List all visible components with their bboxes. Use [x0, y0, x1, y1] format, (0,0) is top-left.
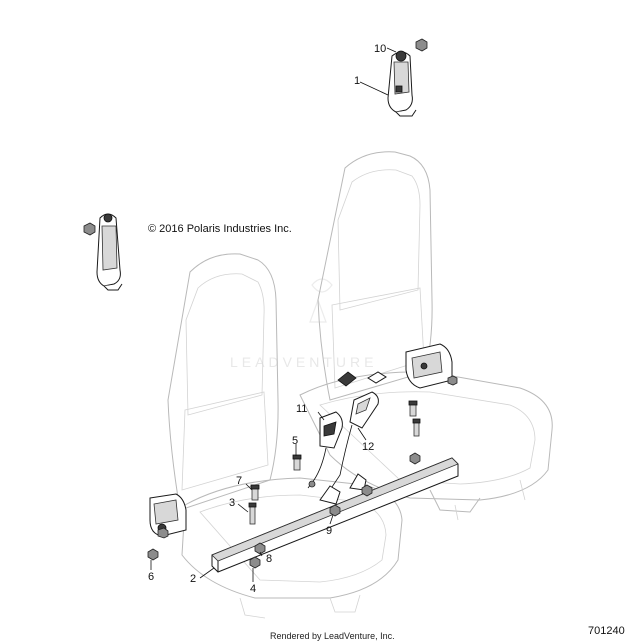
retractor-box-left — [149, 493, 187, 539]
copyright-text: © 2016 Polaris Industries Inc. — [148, 223, 292, 235]
callout-10: 10 — [374, 43, 386, 55]
left-seat — [167, 253, 403, 619]
callout-11: 11 — [296, 403, 307, 415]
callout-5: 5 — [292, 435, 298, 447]
callout-9: 9 — [326, 525, 332, 537]
footer-credit: Rendered by LeadVenture, Inc. — [270, 631, 395, 641]
bolt-right-1 — [409, 403, 417, 417]
watermark: LEADVENTURE — [230, 278, 377, 370]
callout-2: 2 — [190, 573, 196, 585]
callout-8: 8 — [266, 553, 272, 565]
right-seat — [299, 151, 553, 521]
callout-6: 6 — [148, 571, 154, 583]
callout-12: 12 — [362, 441, 374, 453]
buckle-assembly — [329, 371, 387, 491]
nut-9b — [361, 484, 373, 497]
callout-4: 4 — [250, 583, 256, 595]
nut-right — [409, 452, 421, 465]
callout-7: 7 — [236, 475, 242, 487]
retractor-upper — [387, 38, 428, 117]
nut-4 — [249, 556, 261, 569]
fasteners — [147, 400, 421, 569]
nut-9 — [329, 504, 341, 517]
retractor-left — [83, 213, 123, 291]
callout-1: 1 — [354, 75, 360, 87]
nut-6 — [147, 548, 159, 561]
diagram-number: 701240 — [588, 625, 625, 637]
buckle-11 — [307, 411, 343, 489]
bolt-right-2 — [413, 421, 420, 437]
bolt-3 — [249, 505, 256, 525]
bolt-7 — [251, 487, 259, 501]
retractor-box-right — [405, 343, 458, 389]
nut-8 — [254, 542, 266, 555]
watermark-text: LEADVENTURE — [230, 354, 377, 370]
callouts: 1 2 3 4 5 6 7 8 9 10 11 12 — [148, 43, 386, 595]
leader-lines — [150, 47, 397, 582]
callout-3: 3 — [229, 497, 235, 509]
bolt-5 — [293, 457, 301, 471]
